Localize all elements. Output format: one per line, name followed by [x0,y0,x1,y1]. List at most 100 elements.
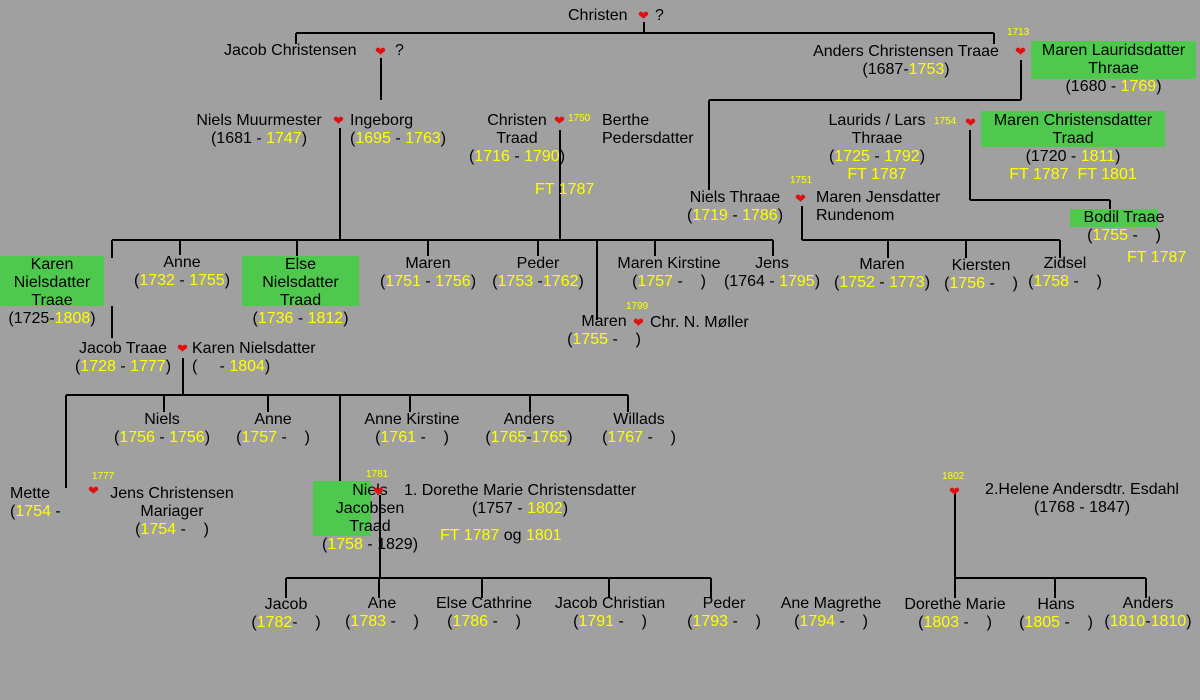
text-line: Hans [1014,596,1098,614]
text-line: (1768 - 1847) [970,499,1194,517]
text-line: Traad [462,130,572,148]
text-line: Jacobsen [313,500,427,518]
year-text: 1756 [949,275,986,292]
label-text: - [727,207,743,224]
label-text: ? [655,7,664,24]
year-text: FT 1787 [847,166,907,183]
heart-icon: ❤ [1015,44,1026,59]
person-maren-1752: Maren(1752 - 1773) [826,256,938,292]
text-line: FT 1787 og 1801 [440,527,562,545]
text-line: (1687-1753) [800,61,1012,79]
label-text: Jens [755,255,789,272]
census-ft-1787-og-1801: FT 1787 og 1801 [440,527,562,545]
label-text: Jacob [264,596,308,613]
person-ingeborg: Ingeborg(1695 - 1763) [350,112,446,148]
text-line: (1758 - 1829) [313,536,427,554]
text-line: Anders [1098,595,1198,613]
year-text: 1725 [834,148,870,165]
text-line: (1786 - ) [428,613,540,631]
person-ane-magrethe: Ane Magrethe(1794 - ) [772,595,890,631]
year-text: 1755 [1092,227,1129,244]
text-line: (1783 - ) [340,613,424,631]
label-text: ( [74,358,81,375]
text-line: Maren Kirstine [606,255,732,273]
label-text: Karen Nielsdatter [192,340,316,357]
text-line: Laurids / Lars [812,112,942,130]
person-jacob-christensen: Jacob Christensen [224,42,357,60]
person-kiersten: Kiersten(1756 - ) [940,257,1022,293]
heart-icon: ❤ [554,113,565,128]
text-line: (1725-1808) [0,310,104,328]
text-line: Anne [126,254,238,272]
label-text: - ) [292,614,321,631]
year-text: 1767 [607,429,644,446]
label-text: - ) [1128,227,1161,244]
label-text: ? [395,42,404,59]
text-line: (1728 - 1777) [70,358,176,376]
label-text: ) [562,500,569,517]
label-text: Anders Christensen Traae [813,43,999,60]
text-line: (1765-1765) [478,429,580,447]
label-text: ( [686,207,693,224]
label-text: - [1145,613,1151,630]
label-text: 1. Dorethe Marie Christensdatter [403,482,637,499]
label-text: Traad [496,130,538,147]
label-text: Jacob Christensen [224,42,357,59]
label-text: Niels Muurmester [196,112,322,129]
label-text: Berthe [602,112,650,129]
label-text: ) [440,130,447,147]
text-line: Else Cathrine [428,595,540,613]
year-text: 1763 [405,130,441,147]
person-bodil-traae: Bodil Traae(1755 - ) [1070,209,1178,245]
person-anders-traae: Anders Christensen Traae(1687-1753) [800,43,1012,79]
marriage-year-1777: 1777 [92,471,115,482]
label-text: Kiersten [951,257,1011,274]
label-text: ( [350,130,356,147]
label-text: - ) [985,275,1018,292]
person-zidsel: Zidsel(1758 - ) [1022,255,1108,291]
year-text: 1719 [692,207,728,224]
heart-icon: ❤ [965,115,976,130]
label-text: Rundenom [816,207,895,224]
label-text: 2.Helene Andersdtr. Esdahl [985,481,1179,498]
person-anne-1732: Anne(1732 - 1755) [126,254,238,290]
person-dorethe-marie-1803: Dorethe Marie(1803 - ) [896,596,1014,632]
label-text: ) [264,358,271,375]
year-text: 1792 [884,148,920,165]
text-line: Rundenom [816,207,941,225]
text-line: FT 1787 [1127,249,1186,267]
text-line: Traad [242,292,359,310]
label-text: - [154,429,170,446]
text-line: (1720 - 1811) [981,148,1165,166]
label-text: ( [632,273,638,290]
text-line: Kiersten [940,257,1022,275]
label-text: ( [602,429,608,446]
person-willads: Willads(1767 - ) [598,411,680,447]
text-line: Maren Christensdatter [981,112,1165,130]
year-text: 1802 [527,500,563,517]
year-text: FT 1787 [1127,249,1187,266]
label-text: Laurids / Lars [828,112,926,129]
text-line: (1767 - ) [598,429,680,447]
label-text: ( - [192,358,230,375]
text-line: Jacob Christensen [224,42,357,60]
label-text: ) [777,207,784,224]
label-text: Willads [613,411,665,428]
text-line: Anne Kirstine [356,411,468,429]
text-line: Ane Magrethe [772,595,890,613]
person-christen-top: Christen [568,7,628,25]
year-text: 1769 [1120,78,1157,95]
label-text: (1764 - [723,273,780,290]
label-text: ( [828,148,835,165]
highlight-box-niels-jacobsen [313,481,371,536]
label-text: Christen [568,7,628,24]
year-text: 1782 [256,614,293,631]
label-text: ( [345,613,351,630]
text-line: (1793 - ) [682,613,766,631]
year-text: 1756 [169,429,205,446]
year-text: 1695 [355,130,391,147]
year-text: 1765 [531,429,568,446]
label-text: Maren [405,255,451,272]
